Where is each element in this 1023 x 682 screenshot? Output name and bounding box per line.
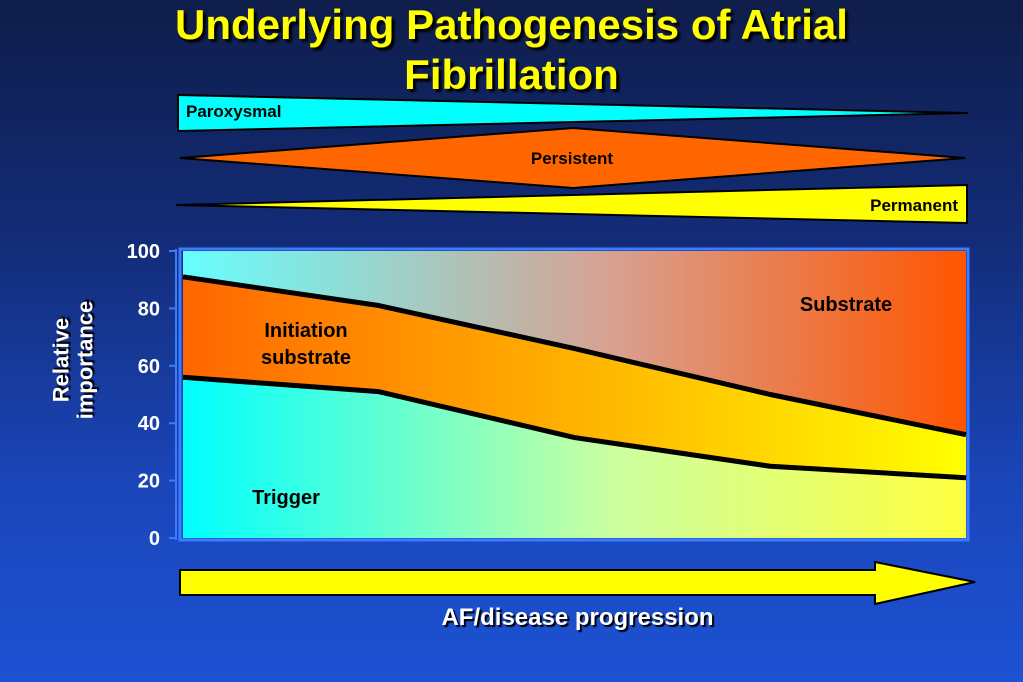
stage-label-persistent: Persistent [531, 149, 614, 168]
label-trigger: Trigger [252, 487, 320, 509]
title-line-2: Fibrillation [404, 51, 619, 98]
title-line-1: Underlying Pathogenesis of Atrial [175, 1, 848, 48]
plot-frame [178, 247, 970, 542]
stage-shape-paroxysmal [177, 93, 969, 133]
slide-title: Underlying Pathogenesis of Atrial Fibril… [0, 0, 1023, 100]
y-axis-label-line1: Relative [48, 317, 73, 403]
boundary-line-trigger [182, 374, 967, 481]
y-axis-label-line2: importance [72, 300, 97, 420]
y-tick-label-60: 60 [138, 356, 160, 378]
x-axis-label: AF/disease progression [441, 604, 714, 631]
label-initiation-line1: Initiation [264, 320, 347, 342]
stage-shape-persistent [179, 126, 966, 190]
y-tick-label-20: 20 [138, 471, 160, 493]
label-initiation-line2: substrate [261, 347, 351, 369]
stage-shape-permanent [175, 183, 968, 225]
label-substrate: Substrate [800, 294, 892, 316]
y-axis-ticks: 0 20 40 60 80 100 [127, 241, 176, 550]
progression-arrow [179, 560, 976, 606]
y-tick-label-0: 0 [149, 528, 160, 550]
y-tick-label-40: 40 [138, 413, 160, 435]
area-trigger [183, 377, 966, 538]
y-axis-label: Relative importance [8, 301, 138, 420]
y-tick-label-100: 100 [127, 241, 160, 263]
area-initiation-substrate [183, 276, 966, 478]
area-substrate [183, 251, 966, 435]
y-tick-label-80: 80 [138, 298, 160, 320]
stage-label-permanent: Permanent [870, 196, 958, 215]
boundary-line-initiation [182, 274, 967, 438]
stage-label-paroxysmal: Paroxysmal [186, 102, 281, 121]
